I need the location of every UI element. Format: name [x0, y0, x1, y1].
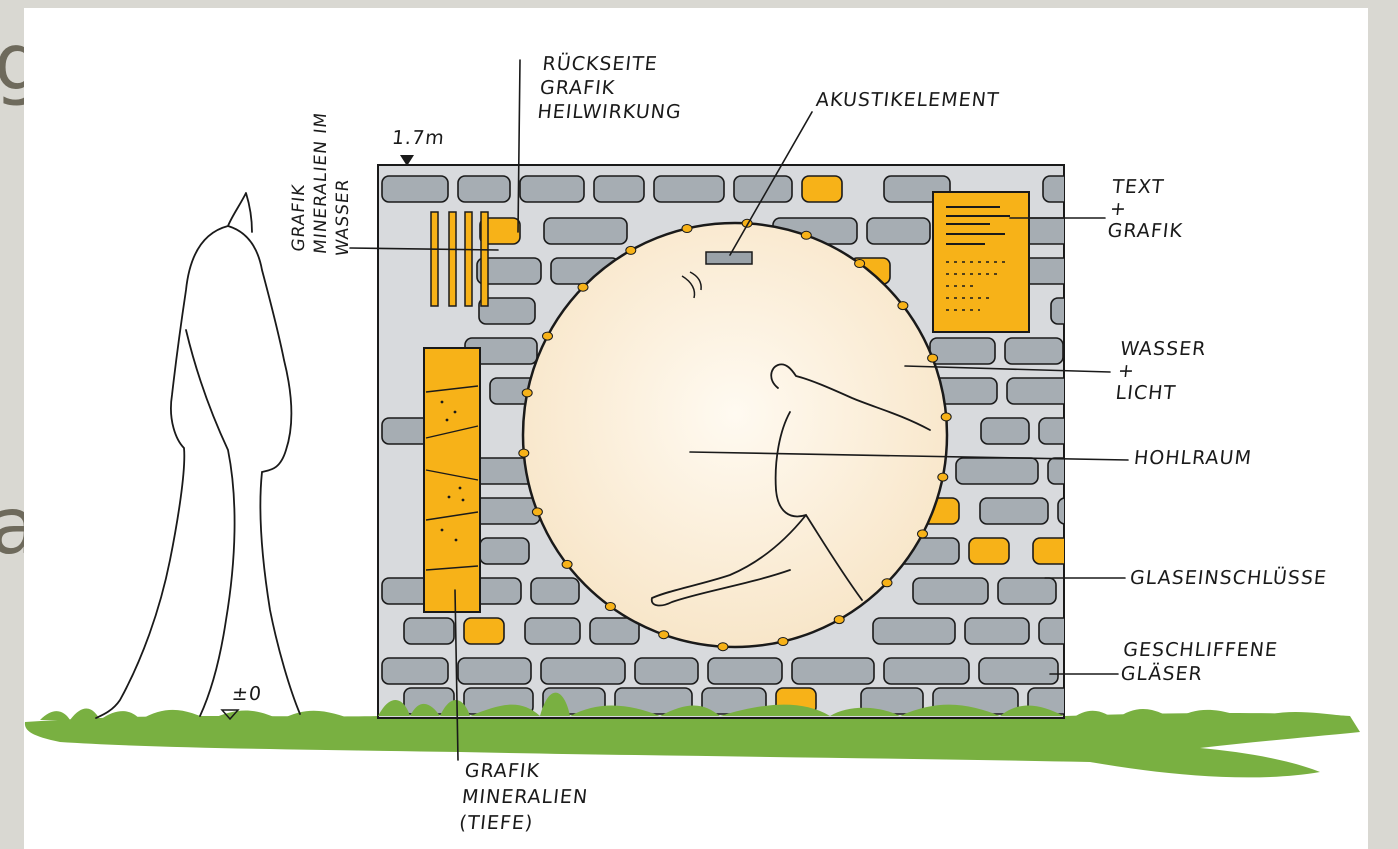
glass-drop	[561, 559, 573, 569]
label-geschliffene-glaeser: GESCHLIFFENE GLÄSER	[1119, 639, 1280, 685]
mineral-depth-column	[423, 347, 481, 613]
text-graphic-panel	[932, 191, 1030, 333]
glass-inclusion	[968, 537, 1010, 565]
stone-block	[929, 337, 996, 365]
stone-block	[403, 617, 455, 645]
glass-drop	[604, 602, 616, 611]
label-akustikelement: AKUSTIKELEMENT	[814, 89, 1001, 111]
stone-block	[955, 457, 1039, 485]
glass-inclusion	[463, 617, 505, 645]
mineral-strips-graphic	[430, 211, 489, 307]
stone-block	[964, 617, 1030, 645]
glass-drop	[542, 331, 553, 341]
stone-block	[1050, 297, 1064, 325]
stone-block	[543, 217, 628, 245]
glass-inclusion	[1032, 537, 1064, 565]
glass-drop	[917, 529, 928, 539]
grass-tufts-right	[1070, 709, 1345, 720]
stone-block	[866, 217, 931, 245]
grass-tufts-left	[40, 708, 355, 720]
stone-block	[707, 657, 783, 685]
label-grafik-mineralien-tiefe: GRAFIK MINERALIEN (TIEFE)	[458, 760, 590, 834]
stone-block	[457, 657, 532, 685]
glass-drop	[658, 630, 670, 640]
label-ground-level: ±0	[230, 683, 264, 705]
glass-drop	[927, 353, 939, 363]
stone-block	[883, 657, 970, 685]
stone-block	[381, 417, 431, 445]
stone-block	[1038, 417, 1064, 445]
stone-block	[1038, 617, 1064, 645]
glass-drop	[717, 642, 729, 652]
stone-block	[593, 175, 645, 203]
stone-block	[1042, 175, 1064, 203]
stone-block	[479, 537, 530, 565]
glass-drop	[777, 637, 789, 646]
glass-drop	[531, 507, 543, 517]
sound-waves	[681, 271, 702, 299]
stone-block	[381, 657, 449, 685]
animal-sketch	[650, 363, 931, 607]
glass-drop	[625, 245, 637, 255]
stone-block	[653, 175, 725, 203]
label-wasser-licht: WASSER + LICHT	[1114, 338, 1208, 404]
stone-block	[381, 175, 449, 203]
leader-lines	[349, 59, 1129, 761]
ground-marker-triangle	[220, 709, 240, 721]
glass-drop	[800, 230, 812, 240]
grass-tufts	[378, 692, 1064, 716]
stone-block	[791, 657, 875, 685]
stone-block	[980, 417, 1030, 445]
label-glaseinschluesse: GLASEINSCHLÜSSE	[1128, 567, 1329, 589]
glass-drop	[833, 615, 845, 625]
glass-drop	[881, 578, 893, 588]
glass-drop	[681, 224, 693, 233]
stone-block	[912, 577, 989, 605]
height-marker-triangle	[400, 155, 414, 166]
stone-block	[979, 497, 1049, 525]
stone-block	[1004, 337, 1064, 365]
water-light-glass-drops	[518, 218, 952, 652]
stone-block	[524, 617, 581, 645]
stone-block	[476, 257, 542, 285]
label-height-mark: 1.7m	[390, 127, 446, 149]
stone-block	[530, 577, 580, 605]
label-hohlraum: HOHLRAUM	[1132, 447, 1253, 469]
stone-block	[733, 175, 793, 203]
label-grafik-mineralien-wasser: GRAFIK MINERALIEN IM WASSER	[288, 110, 353, 258]
stone-block	[457, 175, 511, 203]
stone-block	[1057, 497, 1064, 525]
glass-inclusion	[479, 217, 521, 245]
stone-block	[872, 617, 956, 645]
glass-drop	[518, 448, 530, 458]
label-rueckseite: RÜCKSEITE GRAFIK HEILWIRKUNG	[536, 53, 683, 123]
stone-block	[1047, 457, 1064, 485]
label-text-grafik: TEXT + GRAFIK	[1106, 176, 1185, 242]
stone-block	[519, 175, 585, 203]
stone-block	[997, 577, 1057, 605]
acoustic-element	[705, 251, 753, 265]
glass-drop	[940, 412, 952, 422]
glass-inclusion	[801, 175, 843, 203]
stone-block	[540, 657, 626, 685]
glass-drop	[937, 472, 949, 482]
glass-drop	[897, 301, 909, 311]
stone-block	[634, 657, 699, 685]
stone-block	[1006, 377, 1064, 405]
stone-block	[1022, 217, 1064, 245]
grass-ground	[24, 713, 1361, 778]
hohlraum-opening	[521, 221, 949, 649]
stone-block	[978, 657, 1059, 685]
glass-drop	[521, 388, 533, 398]
glass-drop	[854, 259, 866, 268]
stone-block	[478, 297, 536, 325]
glass-drop	[577, 282, 589, 292]
stone-block	[589, 617, 640, 645]
person-outline	[95, 192, 301, 719]
